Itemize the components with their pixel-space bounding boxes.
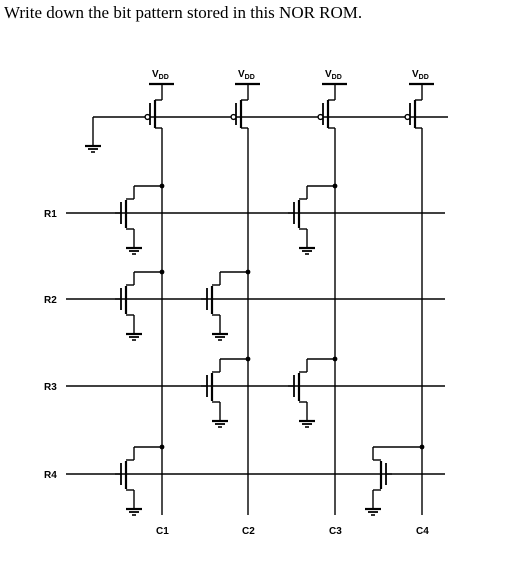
ground-icon bbox=[212, 332, 228, 341]
junction-dot bbox=[332, 183, 338, 189]
junction-dot bbox=[159, 269, 165, 275]
nmos-cell-R2-C2 bbox=[201, 269, 251, 341]
gate-bubble bbox=[404, 113, 411, 121]
nmos-cell-R1-C3 bbox=[288, 183, 338, 255]
nmos-cell-R4-C1 bbox=[115, 444, 165, 516]
vdd-label-C1: VDD bbox=[152, 69, 169, 81]
ground-icon bbox=[126, 332, 142, 341]
nmos-cell-R3-C2 bbox=[201, 356, 251, 428]
junction-dot bbox=[245, 269, 251, 275]
ground-icon bbox=[212, 419, 228, 428]
nmos-cell-R3-C3 bbox=[288, 356, 338, 428]
pmos-pullup-C1: VDD bbox=[144, 69, 174, 137]
ground-icon bbox=[126, 507, 142, 516]
junction-dot bbox=[159, 183, 165, 189]
junction-dot bbox=[332, 356, 338, 362]
row-label-R4: R4 bbox=[44, 470, 57, 481]
ground-icon bbox=[299, 246, 315, 255]
nmos-cell-R2-C1 bbox=[115, 269, 165, 341]
column-label-C2: C2 bbox=[242, 526, 255, 537]
ground-icon bbox=[85, 144, 101, 153]
vdd-label-C4: VDD bbox=[412, 69, 429, 81]
gate-bubble bbox=[230, 113, 237, 121]
row-label-R1: R1 bbox=[44, 209, 57, 220]
question-text: Write down the bit pattern stored in thi… bbox=[4, 3, 363, 22]
ground-icon bbox=[365, 507, 381, 516]
column-label-C3: C3 bbox=[329, 526, 342, 537]
pmos-pullup-C2: VDD bbox=[230, 69, 260, 137]
pmos-pullup-C3: VDD bbox=[317, 69, 347, 137]
nmos-cell-R1-C1 bbox=[115, 183, 165, 255]
pmos-pullup-C4: VDD bbox=[404, 69, 434, 137]
ground-icon bbox=[299, 419, 315, 428]
nmos-cell-R4-C4 bbox=[365, 444, 425, 516]
column-label-C4: C4 bbox=[416, 526, 429, 537]
row-label-R3: R3 bbox=[44, 382, 57, 393]
ground-icon bbox=[126, 246, 142, 255]
junction-dot bbox=[245, 356, 251, 362]
pull-up-network: VDD VDD VDD VDD bbox=[85, 69, 448, 153]
column-label-C1: C1 bbox=[156, 526, 169, 537]
junction-dot bbox=[159, 444, 165, 450]
gate-bubble bbox=[317, 113, 324, 121]
vdd-label-C3: VDD bbox=[325, 69, 342, 81]
vdd-label-C2: VDD bbox=[238, 69, 255, 81]
junction-dot bbox=[419, 444, 425, 450]
gate-bubble bbox=[144, 113, 151, 121]
row-label-R2: R2 bbox=[44, 295, 57, 306]
